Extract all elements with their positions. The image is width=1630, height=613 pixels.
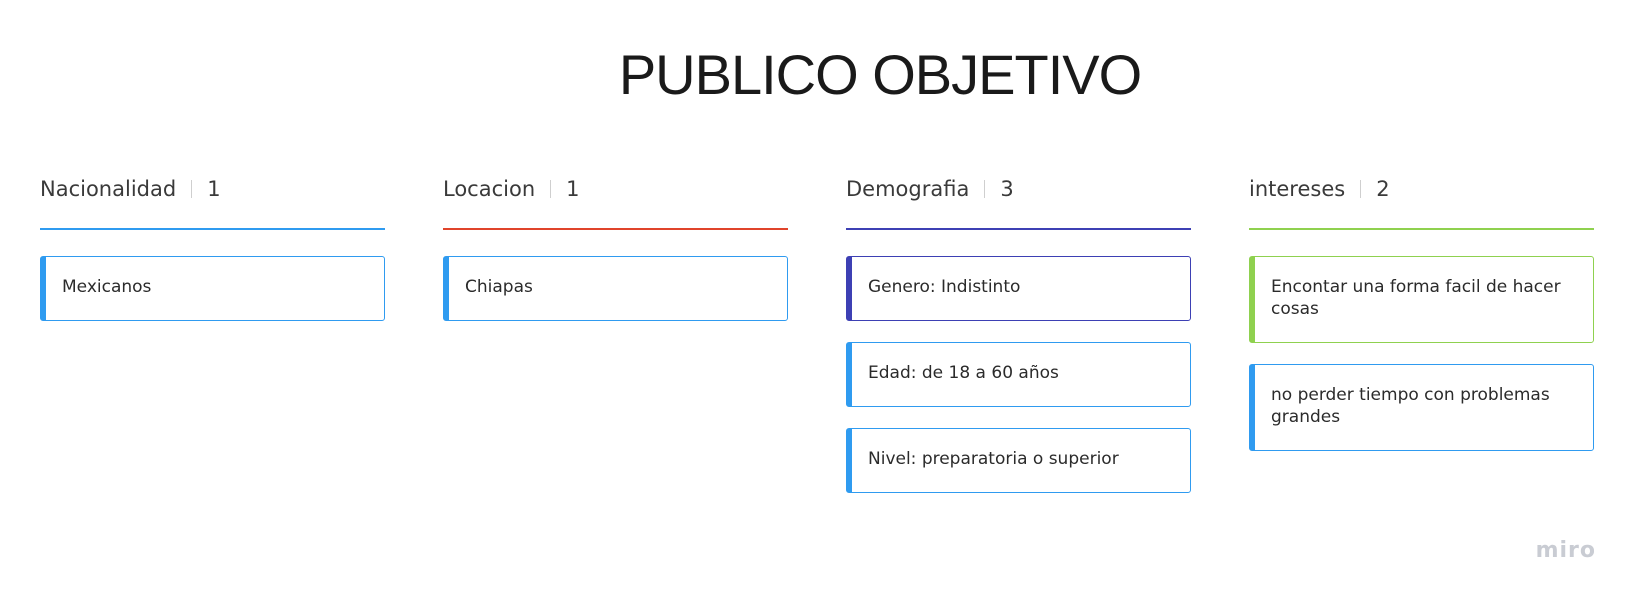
column-locacion: Locacion 1 Chiapas <box>443 174 788 321</box>
card-text: Mexicanos <box>62 277 152 297</box>
card-count: 3 <box>1000 177 1014 201</box>
column-title: Demografia <box>846 177 970 201</box>
card-text: Edad: de 18 a 60 años <box>868 363 1059 383</box>
card[interactable]: Edad: de 18 a 60 años <box>846 342 1191 407</box>
card[interactable]: Mexicanos <box>40 256 385 321</box>
board-title: PUBLICO OBJETIVO <box>618 43 1142 106</box>
column-demografia: Demografia 3 Genero: Indistinto Edad: de… <box>846 174 1191 493</box>
card-text: Chiapas <box>465 277 533 297</box>
card[interactable]: Encontar una forma facil de hacer cosas <box>1249 256 1594 343</box>
header-divider <box>1360 180 1362 198</box>
column-color-line <box>443 228 788 230</box>
column-header[interactable]: Nacionalidad 1 <box>40 174 385 204</box>
column-color-line <box>846 228 1191 230</box>
column-header[interactable]: Demografia 3 <box>846 174 1191 204</box>
column-color-line <box>40 228 385 230</box>
card[interactable]: Genero: Indistinto <box>846 256 1191 321</box>
card-text: no perder tiempo con problemas grandes <box>1271 385 1550 427</box>
header-divider <box>191 180 193 198</box>
card-text: Nivel: preparatoria o superior <box>868 449 1119 469</box>
column-title: Nacionalidad <box>40 177 177 201</box>
card-text: Genero: Indistinto <box>868 277 1021 297</box>
card-count: 1 <box>566 177 580 201</box>
card-text: Encontar una forma facil de hacer cosas <box>1271 277 1561 319</box>
card[interactable]: no perder tiempo con problemas grandes <box>1249 364 1594 451</box>
column-title: Locacion <box>443 177 536 201</box>
card[interactable]: Chiapas <box>443 256 788 321</box>
header-divider <box>550 180 552 198</box>
card-count: 1 <box>207 177 221 201</box>
column-header[interactable]: intereses 2 <box>1249 174 1594 204</box>
miro-logo: miro <box>1535 538 1596 563</box>
column-nacionalidad: Nacionalidad 1 Mexicanos <box>40 174 385 321</box>
column-header[interactable]: Locacion 1 <box>443 174 788 204</box>
column-color-line <box>1249 228 1594 230</box>
column-intereses: intereses 2 Encontar una forma facil de … <box>1249 174 1594 451</box>
header-divider <box>984 180 986 198</box>
card[interactable]: Nivel: preparatoria o superior <box>846 428 1191 493</box>
card-count: 2 <box>1376 177 1390 201</box>
column-title: intereses <box>1249 177 1346 201</box>
